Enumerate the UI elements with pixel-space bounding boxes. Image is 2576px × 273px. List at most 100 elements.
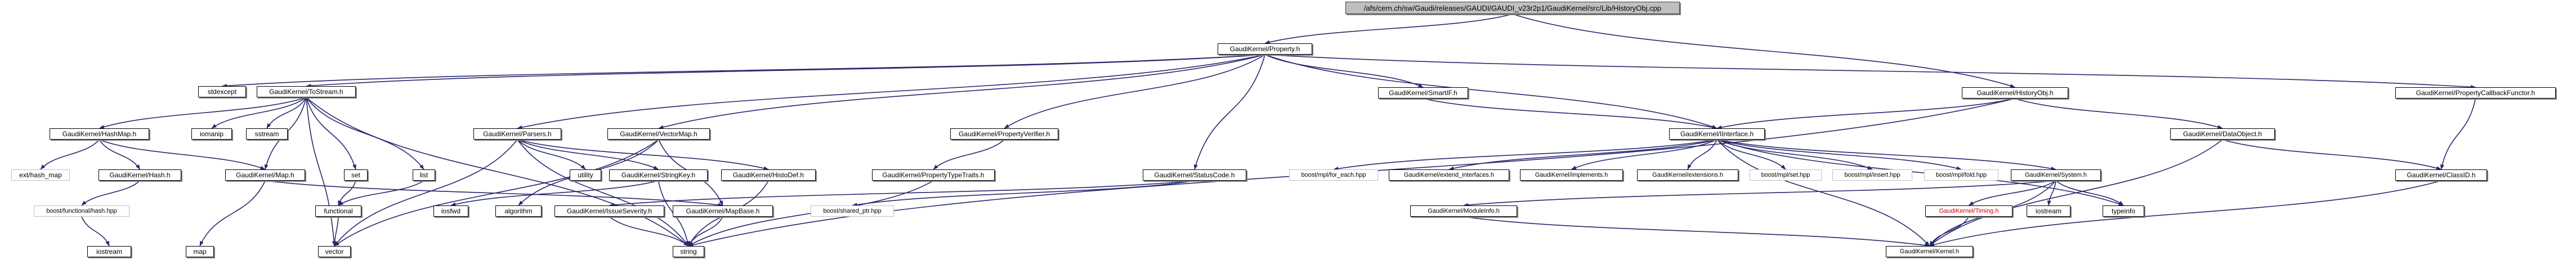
graph-node-historyobj_h[interactable]: GaudiKernel/HistoryObj.h xyxy=(1962,87,2068,99)
graph-node-vectormap_h[interactable]: GaudiKernel/VectorMap.h xyxy=(607,128,710,140)
graph-edge xyxy=(1929,139,2223,247)
graph-node-tostream_h[interactable]: GaudiKernel/ToStream.h xyxy=(257,86,356,97)
graph-node-proptypetraits_h[interactable]: GaudiKernel/PropertyTypeTraits.h xyxy=(872,169,995,181)
graph-node-mpl_set[interactable]: boost/mpl/set.hpp xyxy=(1750,169,1822,181)
graph-edge xyxy=(2055,180,2124,206)
graph-node-label: list xyxy=(419,171,428,179)
graph-node-label: boost/mpl/for_each.hpp xyxy=(1301,171,1366,178)
graph-node-iomanip[interactable]: iomanip xyxy=(191,128,232,140)
graph-node-string[interactable]: string xyxy=(673,246,704,257)
graph-node-label: GaudiKernel/IInterface.h xyxy=(1680,130,1754,138)
graph-node-vector[interactable]: vector xyxy=(318,246,351,257)
graph-node-list[interactable]: list xyxy=(413,169,435,181)
graph-node-label: GaudiKernel/HistoDef.h xyxy=(732,171,804,179)
graph-edge xyxy=(517,139,689,247)
graph-node-timing_h[interactable]: GaudiKernel/Timing.h xyxy=(1925,205,2012,217)
graph-node-functional_hash[interactable]: boost/functional/hash.hpp xyxy=(34,205,129,217)
graph-node-moduleinfo_h[interactable]: GaudiKernel/ModuleInfo.h xyxy=(1410,205,1517,217)
graph-node-shared_ptr[interactable]: boost/shared_ptr.hpp xyxy=(811,205,894,217)
graph-edge xyxy=(338,180,424,206)
graph-node-label: string xyxy=(680,248,697,256)
graph-node-label: GaudiKernel/ClassID.h xyxy=(2407,171,2476,179)
graph-node-extensions_h[interactable]: GaudiKernel/extensions.h xyxy=(1637,169,1738,181)
graph-node-set[interactable]: set xyxy=(344,169,368,181)
graph-node-utility[interactable]: utility xyxy=(570,169,601,181)
graph-edge xyxy=(2440,98,2476,170)
graph-node-label: GaudiKernel/ToStream.h xyxy=(269,88,343,96)
graph-node-label: GaudiKernel/PropertyVerifier.h xyxy=(958,130,1050,138)
graph-edge xyxy=(40,139,100,170)
graph-edge xyxy=(266,97,307,129)
graph-edge xyxy=(81,216,110,247)
graph-node-ext_hash_map[interactable]: ext/hash_map xyxy=(11,169,70,181)
graph-node-label: boost/shared_ptr.hpp xyxy=(823,207,882,214)
graph-edge xyxy=(1571,139,1718,170)
graph-edge xyxy=(306,97,356,170)
graph-node-histodef_h[interactable]: GaudiKernel/HistoDef.h xyxy=(721,169,816,181)
graph-node-hash_h[interactable]: GaudiKernel/Hash.h xyxy=(99,169,181,181)
graph-node-iinterface_h[interactable]: GaudiKernel/IInterface.h xyxy=(1669,128,1765,140)
graph-edge xyxy=(333,216,339,247)
graph-node-mpl_insert[interactable]: boost/mpl/insert.hpp xyxy=(1832,169,1912,181)
graph-edge xyxy=(517,139,586,170)
graph-node-mpl_fold[interactable]: boost/mpl/fold.hpp xyxy=(1924,169,1998,181)
graph-node-functional[interactable]: functional xyxy=(315,205,361,217)
graph-node-map[interactable]: map xyxy=(186,246,214,257)
graph-node-issueseverity_h[interactable]: GaudiKernel/IssueSeverity.h xyxy=(554,205,664,217)
graph-node-label: GaudiKernel/Property.h xyxy=(1229,45,1300,53)
graph-node-propcallback_h[interactable]: GaudiKernel/PropertyCallbackFunctor.h xyxy=(2395,87,2556,99)
graph-node-kernel_h[interactable]: GaudiKernel/Kernel.h xyxy=(1886,246,1973,257)
graph-node-label: GaudiKernel/extend_interfaces.h xyxy=(1403,171,1495,178)
graph-node-classid_h[interactable]: GaudiKernel/ClassID.h xyxy=(2395,169,2487,181)
graph-node-system_h[interactable]: GaudiKernel/System.h xyxy=(2011,169,2101,181)
graph-node-parsers_h[interactable]: GaudiKernel/Parsers.h xyxy=(473,128,561,140)
graph-edge xyxy=(306,97,336,247)
graph-node-iosfwd[interactable]: iosfwd xyxy=(433,205,468,217)
graph-node-label: GaudiKernel/ModuleInfo.h xyxy=(1428,207,1500,214)
graph-edge xyxy=(1463,180,2056,207)
graph-node-smartif_h[interactable]: GaudiKernel/SmartIF.h xyxy=(1378,87,1468,99)
graph-node-label: map xyxy=(193,248,207,256)
graph-node-label: algorithm xyxy=(504,207,533,215)
graph-node-stringkey_h[interactable]: GaudiKernel/StringKey.h xyxy=(609,169,708,181)
graph-node-map_gk_h[interactable]: GaudiKernel/Map.h xyxy=(225,169,305,181)
graph-node-label: vector xyxy=(325,248,344,256)
graph-node-dataobject_h[interactable]: GaudiKernel/DataObject.h xyxy=(2170,128,2275,140)
graph-node-hashmap_h[interactable]: GaudiKernel/HashMap.h xyxy=(50,128,149,140)
graph-node-iostream[interactable]: iostream xyxy=(2027,205,2070,217)
graph-node-sstream[interactable]: sstream xyxy=(246,128,288,140)
graph-node-label: GaudiKernel/implements.h xyxy=(1535,171,1608,178)
graph-node-typeinfo[interactable]: typeinfo xyxy=(2103,205,2144,217)
graph-edge xyxy=(1512,14,2015,88)
graph-edge xyxy=(2222,139,2441,170)
graph-edge xyxy=(517,139,769,171)
graph-node-iostream_l[interactable]: iostream xyxy=(87,246,131,257)
graph-node-stdexcept[interactable]: stdexcept xyxy=(198,86,246,97)
graph-edge xyxy=(1716,139,1930,247)
graph-node-implements_h[interactable]: GaudiKernel/implements.h xyxy=(1520,169,1623,181)
graph-node-label: set xyxy=(351,171,360,179)
graph-edge xyxy=(199,180,266,247)
graph-edge xyxy=(334,139,518,247)
graph-edge xyxy=(609,216,689,247)
graph-edge xyxy=(609,180,1195,207)
graph-node-algorithm[interactable]: algorithm xyxy=(495,205,542,217)
graph-edge xyxy=(306,54,1265,88)
graph-edge xyxy=(1716,139,1786,170)
graph-node-propverifier_h[interactable]: GaudiKernel/PropertyVerifier.h xyxy=(950,128,1058,140)
graph-node-extend_interfaces_h[interactable]: GaudiKernel/extend_interfaces.h xyxy=(1389,169,1509,181)
graph-edge xyxy=(1716,139,2124,206)
graph-node-mpl_for_each[interactable]: boost/mpl/for_each.hpp xyxy=(1289,169,1378,181)
graph-edge xyxy=(81,180,141,206)
graph-node-label: iostream xyxy=(96,248,122,256)
graph-node-statuscode_h[interactable]: GaudiKernel/StatusCode.h xyxy=(1143,169,1246,181)
graph-node-label: GaudiKernel/Timing.h xyxy=(1939,207,1999,214)
graph-node-property_h[interactable]: GaudiKernel/Property.h xyxy=(1218,43,1312,55)
graph-edge xyxy=(1004,54,1265,129)
graph-node-mapbase_h[interactable]: GaudiKernel/MapBase.h xyxy=(673,205,773,217)
graph-edge xyxy=(1969,180,2056,206)
graph-edge xyxy=(2015,98,2223,129)
graph-node-root[interactable]: /afs/cern.ch/sw/Gaudi/releases/GAUDI/GAU… xyxy=(1345,2,1680,14)
graph-edge xyxy=(688,216,723,247)
